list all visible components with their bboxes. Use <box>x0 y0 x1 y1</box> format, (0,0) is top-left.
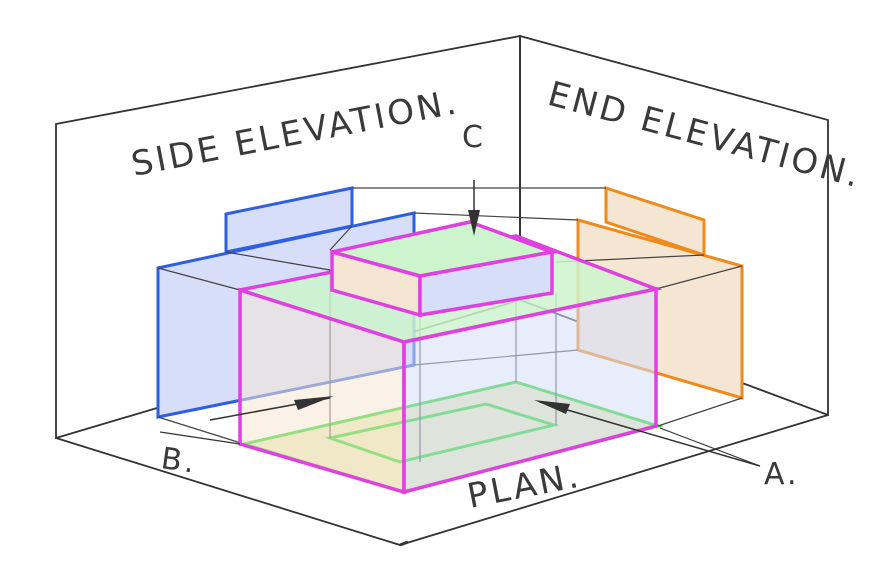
label-c: C <box>462 120 486 155</box>
a-leader-line <box>659 427 761 467</box>
plan-plane-front-edge <box>399 540 409 547</box>
arrow-a-shaft <box>539 401 761 467</box>
label-a: A. <box>764 457 800 492</box>
arrow-a-head <box>534 400 570 414</box>
arrow-c-head <box>468 210 480 236</box>
label-side-elevation: SIDE ELEVATION. <box>128 82 462 185</box>
arrow-b-head <box>294 396 334 410</box>
label-b: B. <box>159 441 200 481</box>
projected-object <box>238 220 663 495</box>
label-end-elevation: END ELEVATION. <box>544 74 867 196</box>
object-lower-right-face <box>402 286 658 495</box>
b-leader-line <box>159 431 241 445</box>
object-upper-right-face <box>418 249 554 318</box>
view-arrows <box>159 180 761 467</box>
